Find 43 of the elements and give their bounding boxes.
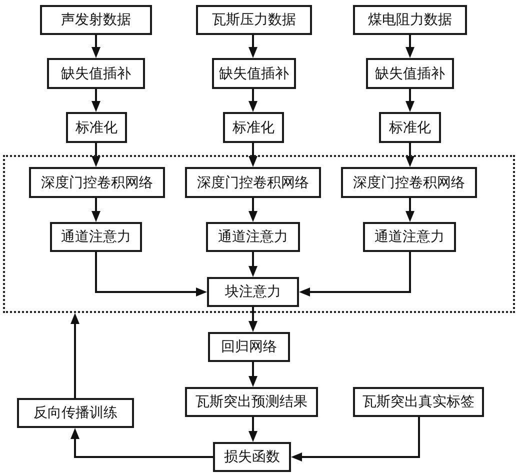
arrow — [248, 362, 258, 387]
arrow — [406, 143, 414, 167]
arrow — [248, 198, 258, 222]
arrow — [248, 252, 258, 277]
arrow — [248, 417, 258, 442]
process-box: 标准化 — [66, 112, 127, 143]
process-box: 瓦斯突出真实标签 — [353, 387, 484, 417]
arrow — [95, 252, 207, 296]
process-box: 标准化 — [379, 112, 441, 143]
arrow — [92, 198, 100, 222]
arrow — [92, 89, 100, 112]
arrow — [248, 35, 258, 58]
arrow — [92, 143, 100, 167]
process-box: 反向传播训练 — [17, 398, 134, 428]
arrow — [406, 198, 414, 222]
process-box: 缺失值插补 — [366, 58, 454, 89]
process-box: 深度门控卷积网络 — [185, 167, 321, 198]
arrow — [248, 89, 258, 112]
process-box: 回归网络 — [208, 332, 290, 362]
process-box: 通道注意力 — [206, 222, 300, 252]
arrow — [248, 143, 258, 167]
arrow — [299, 252, 411, 296]
process-box: 通道注意力 — [363, 222, 456, 252]
process-box: 缺失值插补 — [47, 58, 145, 89]
process-box: 通道注意力 — [50, 222, 142, 252]
arrow — [291, 417, 420, 462]
process-box: 声发射数据 — [40, 5, 152, 35]
process-box: 煤电阻力数据 — [353, 5, 467, 35]
arrow — [406, 89, 414, 112]
module-frame — [3, 155, 515, 313]
process-box: 标准化 — [223, 112, 284, 143]
process-box: 缺失值插补 — [212, 58, 296, 89]
arrow — [248, 307, 258, 332]
process-box: 瓦斯突出预测结果 — [185, 387, 318, 417]
process-box: 块注意力 — [207, 277, 299, 307]
process-box: 深度门控卷积网络 — [341, 167, 477, 198]
arrow — [92, 35, 100, 58]
process-box: 损失函数 — [213, 442, 291, 472]
arrow — [70, 428, 213, 458]
process-box: 瓦斯压力数据 — [196, 5, 312, 35]
process-box: 深度门控卷积网络 — [29, 167, 165, 198]
arrow — [70, 313, 80, 398]
arrow — [406, 35, 414, 58]
